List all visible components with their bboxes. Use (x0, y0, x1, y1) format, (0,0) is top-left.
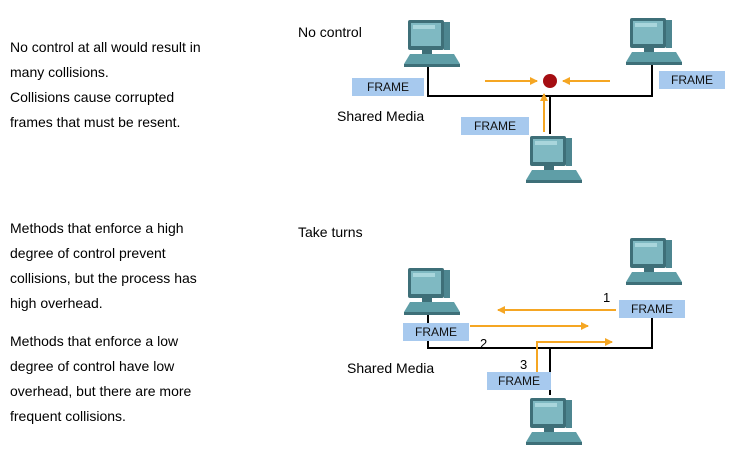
turn-number: 2 (480, 336, 488, 351)
desc-line: many collisions. (10, 64, 109, 80)
frame-label: FRAME (619, 300, 685, 318)
frame-label: FRAME (487, 372, 551, 390)
computer-icon (404, 20, 460, 67)
desc-line: overhead, but there are more (10, 383, 192, 399)
desc-line: Collisions cause corrupted (10, 89, 175, 105)
frame-label: FRAME (352, 78, 424, 96)
bottom-description: Methods that enforce a high degree of co… (10, 216, 197, 429)
frame-label: FRAME (659, 71, 725, 89)
frame-label: FRAME (461, 117, 529, 135)
computer-icon (526, 136, 582, 183)
desc-line: collisions, but the process has (10, 270, 197, 286)
desc-line: degree of control prevent (10, 245, 166, 261)
turn-number: 3 (520, 357, 528, 372)
frame-label: FRAME (403, 323, 469, 341)
desc-line: frequent collisions. (10, 408, 126, 424)
top-diagram-title: No control (298, 24, 362, 40)
bottom-media-label: Shared Media (347, 360, 435, 376)
desc-line: degree of control have low (10, 358, 175, 374)
turn-number: 1 (603, 290, 611, 305)
top-media-label: Shared Media (337, 108, 425, 124)
desc-line: Methods that enforce a low (10, 333, 179, 349)
computer-icon (404, 268, 460, 315)
collision-icon (543, 74, 557, 88)
computer-icon (526, 398, 582, 445)
computer-icon (626, 238, 682, 285)
computer-icon (626, 18, 682, 65)
top-description: No control at all would result in many c… (10, 35, 201, 135)
desc-line: Methods that enforce a high (10, 220, 184, 236)
arrow-icon (536, 338, 613, 372)
desc-line: frames that must be resent. (10, 114, 181, 130)
bottom-diagram-title: Take turns (298, 224, 363, 240)
desc-line: high overhead. (10, 295, 103, 311)
desc-line: No control at all would result in (10, 39, 201, 55)
